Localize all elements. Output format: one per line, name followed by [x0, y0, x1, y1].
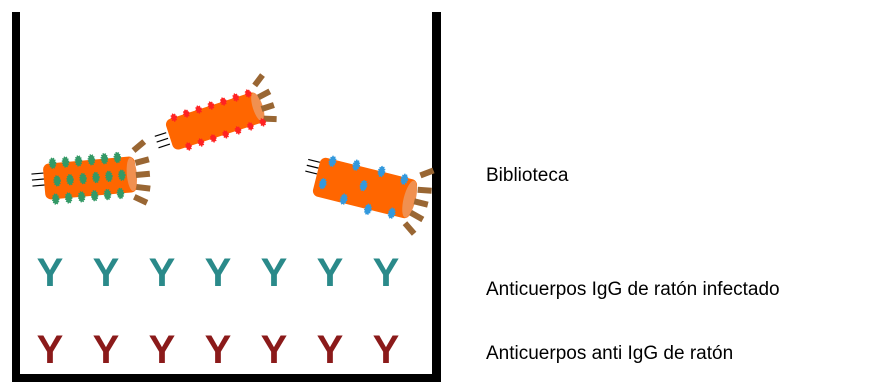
well-right-wall [432, 12, 441, 382]
antibody-glyph: Y [205, 251, 232, 295]
well-left-wall [12, 12, 20, 382]
antibody-glyph: Y [149, 328, 176, 372]
antibody-glyph: Y [317, 328, 344, 372]
antibody-glyph: Y [37, 251, 64, 295]
phage-tail-lines [31, 173, 44, 186]
label-library: Biblioteca [486, 165, 568, 187]
antibody-glyph: Y [149, 251, 176, 295]
antibody-glyph: Y [373, 251, 400, 295]
phage-blue [296, 138, 437, 238]
label-anti-igg-antibodies: Anticuerpos anti IgG de ratón [486, 343, 733, 365]
antibody-glyph: Y [93, 251, 120, 295]
well-bottom [12, 374, 441, 382]
phage-green [29, 139, 153, 215]
antibody-glyph: Y [261, 251, 288, 295]
label-infected-antibodies: Anticuerpos IgG de ratón infectado [486, 279, 780, 301]
antibody-glyph: Y [205, 328, 232, 372]
antibody-glyph: Y [317, 251, 344, 295]
antibody-glyph: Y [93, 328, 120, 372]
antibody-glyph: Y [373, 328, 400, 372]
phage-red [146, 72, 280, 159]
phage-tail-lines [155, 133, 170, 148]
antibody-glyph: Y [37, 328, 64, 372]
antibody-glyph: Y [261, 328, 288, 372]
phage-body [164, 91, 265, 151]
